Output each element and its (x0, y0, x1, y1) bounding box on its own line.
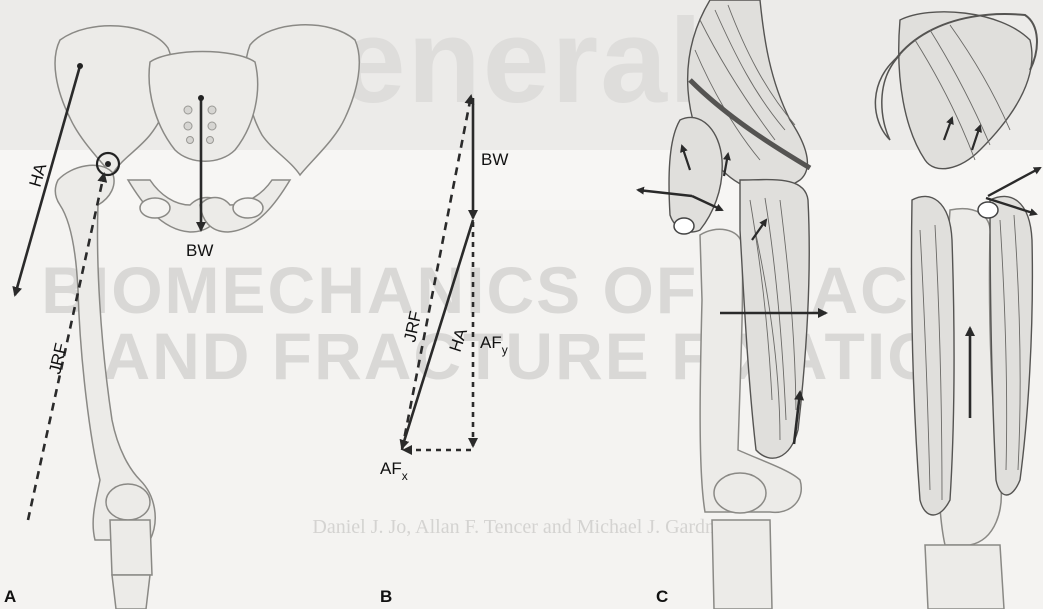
panel-letter-a: A (4, 587, 16, 606)
femur (55, 165, 155, 609)
panel-letter-b: B (380, 587, 392, 606)
panel-c-back-view (875, 12, 1040, 609)
label-afx-main: AF (380, 459, 402, 478)
label-afx-sub: x (402, 469, 408, 483)
label-bw-b: BW (481, 150, 508, 169)
label-afy-sub: y (502, 343, 508, 357)
panel-c-front-view: C (638, 0, 826, 609)
muscle-arrow-c2-outward (988, 168, 1040, 196)
femoral-head-cut (674, 218, 694, 234)
panel-letter-c: C (656, 587, 668, 606)
panel-a: HA JRF BW A (4, 25, 359, 609)
label-bw-a: BW (186, 241, 213, 260)
bw-origin-dot (198, 95, 204, 101)
jrf-arrow-b (402, 96, 471, 450)
femoral-head-cut-c2 (978, 202, 998, 218)
hip-joint-center-dot (105, 161, 111, 167)
label-afy-main: AF (480, 333, 502, 352)
label-jrf-a: JRF (45, 341, 71, 376)
iliac-hook-c2 (875, 55, 900, 140)
label-jrf-b: JRF (400, 309, 425, 343)
label-afx: AFx (380, 459, 408, 483)
label-afy: AFy (480, 333, 508, 357)
ha-origin-dot (77, 63, 83, 69)
label-ha-b: HA (446, 325, 472, 354)
panel-b: BW JRF HA AFy AFx B (380, 96, 508, 606)
